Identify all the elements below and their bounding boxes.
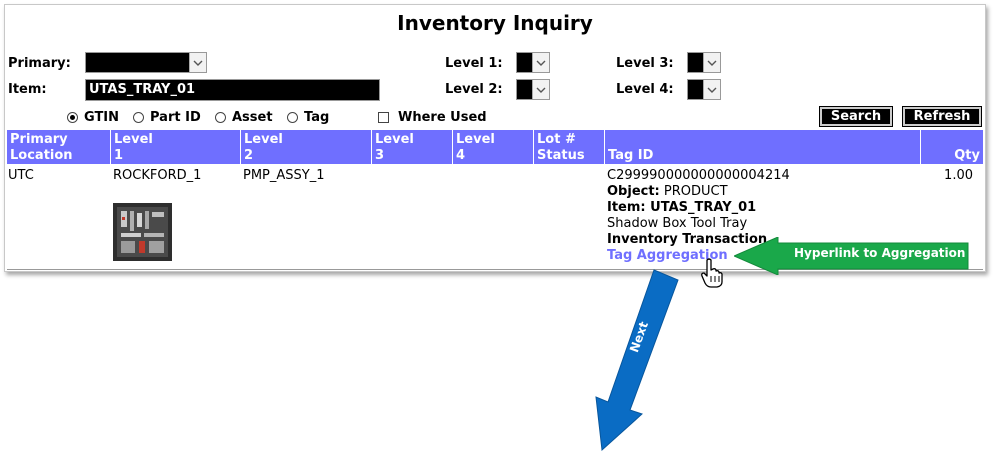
radio-part-id[interactable]: Part ID bbox=[133, 110, 201, 125]
next-arrow: Next bbox=[590, 268, 690, 454]
level3-label: Level 3: bbox=[616, 56, 674, 71]
search-button[interactable]: Search bbox=[819, 106, 893, 127]
hyperlink-callout: Hyperlink to Aggregation bbox=[734, 237, 970, 275]
col-qty: Qty bbox=[954, 148, 980, 163]
primary-dropdown[interactable] bbox=[85, 52, 207, 73]
refresh-button[interactable]: Refresh bbox=[902, 106, 982, 127]
cell-tag-details: C299990000000000004214 Object: PRODUCT I… bbox=[607, 168, 790, 264]
radio-gtin-label: GTIN bbox=[84, 110, 120, 125]
page-title: Inventory Inquiry bbox=[397, 11, 593, 35]
cell-level2: PMP_ASSY_1 bbox=[243, 168, 325, 183]
product-thumbnail bbox=[113, 203, 172, 261]
col-lot-status: Lot #Status bbox=[534, 130, 605, 164]
col-tag-id: Tag ID bbox=[605, 130, 921, 164]
radio-gtin[interactable]: GTIN bbox=[67, 110, 119, 125]
hand-pointer-icon bbox=[700, 258, 724, 288]
hyperlink-callout-text: Hyperlink to Aggregation bbox=[794, 246, 966, 260]
tag-aggregation-link[interactable]: Tag Aggregation bbox=[607, 248, 728, 263]
radio-icon bbox=[287, 112, 298, 123]
radio-asset-label: Asset bbox=[232, 110, 273, 125]
radio-selected-icon bbox=[67, 112, 78, 123]
chevron-down-icon bbox=[532, 80, 549, 99]
level2-label: Level 2: bbox=[445, 82, 503, 97]
row-divider bbox=[7, 269, 983, 270]
inventory-transaction-label: Inventory Transaction bbox=[607, 232, 768, 247]
chevron-down-icon bbox=[703, 80, 720, 99]
cell-qty: 1.00 bbox=[944, 168, 973, 183]
radio-icon bbox=[133, 112, 144, 123]
level3-dropdown[interactable] bbox=[687, 52, 721, 73]
radio-tag-label: Tag bbox=[304, 110, 330, 125]
inventory-inquiry-panel: Inventory Inquiry Primary: Level 1: Leve… bbox=[4, 4, 986, 272]
item-description: Shadow Box Tool Tray bbox=[607, 216, 748, 231]
radio-asset[interactable]: Asset bbox=[215, 110, 273, 125]
chevron-down-icon bbox=[532, 53, 549, 72]
tag-id-value: C299990000000000004214 bbox=[607, 168, 790, 183]
level1-label: Level 1: bbox=[445, 56, 503, 71]
cell-level1: ROCKFORD_1 bbox=[113, 168, 202, 183]
level4-label: Level 4: bbox=[616, 82, 674, 97]
level1-dropdown[interactable] bbox=[516, 52, 550, 73]
level2-dropdown[interactable] bbox=[516, 79, 550, 100]
where-used-label: Where Used bbox=[398, 110, 487, 125]
item-line: Item: UTAS_TRAY_01 bbox=[607, 200, 757, 215]
radio-tag[interactable]: Tag bbox=[287, 110, 329, 125]
level4-dropdown[interactable] bbox=[687, 79, 721, 100]
where-used-checkbox[interactable]: Where Used bbox=[378, 110, 487, 125]
item-input[interactable]: UTAS_TRAY_01 bbox=[85, 79, 380, 101]
item-label: Item: bbox=[8, 82, 47, 97]
cell-primary-location: UTC bbox=[8, 168, 34, 183]
chevron-down-icon bbox=[703, 53, 720, 72]
object-line: Object: PRODUCT bbox=[607, 184, 728, 199]
primary-label: Primary: bbox=[8, 56, 71, 71]
chevron-down-icon bbox=[189, 53, 206, 72]
radio-icon bbox=[215, 112, 226, 123]
radio-part-id-label: Part ID bbox=[150, 110, 201, 125]
checkbox-icon bbox=[378, 112, 389, 123]
